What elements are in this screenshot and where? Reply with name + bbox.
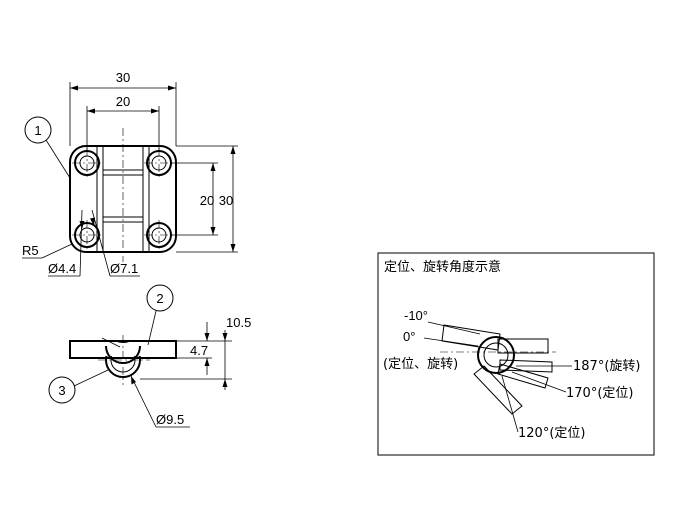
radius-label: R5	[22, 243, 39, 258]
svg-text:3: 3	[58, 383, 65, 398]
label-minus10: -10°	[404, 308, 428, 323]
rotation-knuckle	[477, 336, 515, 374]
label-120: 120°(定位)	[518, 426, 585, 441]
leaf-170-position	[497, 363, 549, 389]
label-left-pos-rot: (定位、旋转)	[383, 357, 458, 372]
svg-text:2: 2	[156, 291, 163, 306]
rotation-panel-title: 定位、旋转角度示意	[384, 259, 501, 275]
balloon-2	[146, 284, 174, 312]
dim-side-height: 10.5	[226, 315, 251, 330]
label-187: 187°(旋转)	[573, 359, 640, 374]
pin-dia-label: Ø9.5	[156, 412, 184, 427]
label-170: 170°(定位)	[566, 386, 633, 401]
dim-total-width: 30	[116, 70, 130, 85]
dim-hole-pitch-x: 20	[116, 94, 130, 109]
counterbore-dia-label: Ø7.1	[110, 261, 138, 276]
dim-total-height: 30	[219, 193, 233, 208]
rotation-panel: 定位、旋转角度示意 -10° 0° (定位、旋转) 187°(旋转) 170°(…	[377, 252, 655, 456]
dim-side-thickness: 4.7	[190, 343, 208, 358]
svg-text:1: 1	[34, 123, 41, 138]
dim-hole-pitch-y: 20	[200, 193, 214, 208]
hole-top-left	[72, 148, 102, 178]
side-view: 10.5 4.7 2 3 Ø9.5	[48, 284, 251, 428]
knuckle-center	[102, 169, 144, 223]
leaf-120-position	[473, 365, 523, 415]
balloon-3	[48, 376, 76, 404]
rotation-panel-frame	[377, 252, 655, 456]
leaf-zero-position	[441, 324, 501, 351]
hole-dia-label: Ø4.4	[48, 261, 76, 276]
front-view: 30 20 20 30 1 R5 Ø4.4	[22, 70, 238, 277]
balloon-1	[24, 116, 52, 144]
label-zero: 0°	[403, 329, 415, 344]
fixed-leaf	[497, 338, 549, 354]
